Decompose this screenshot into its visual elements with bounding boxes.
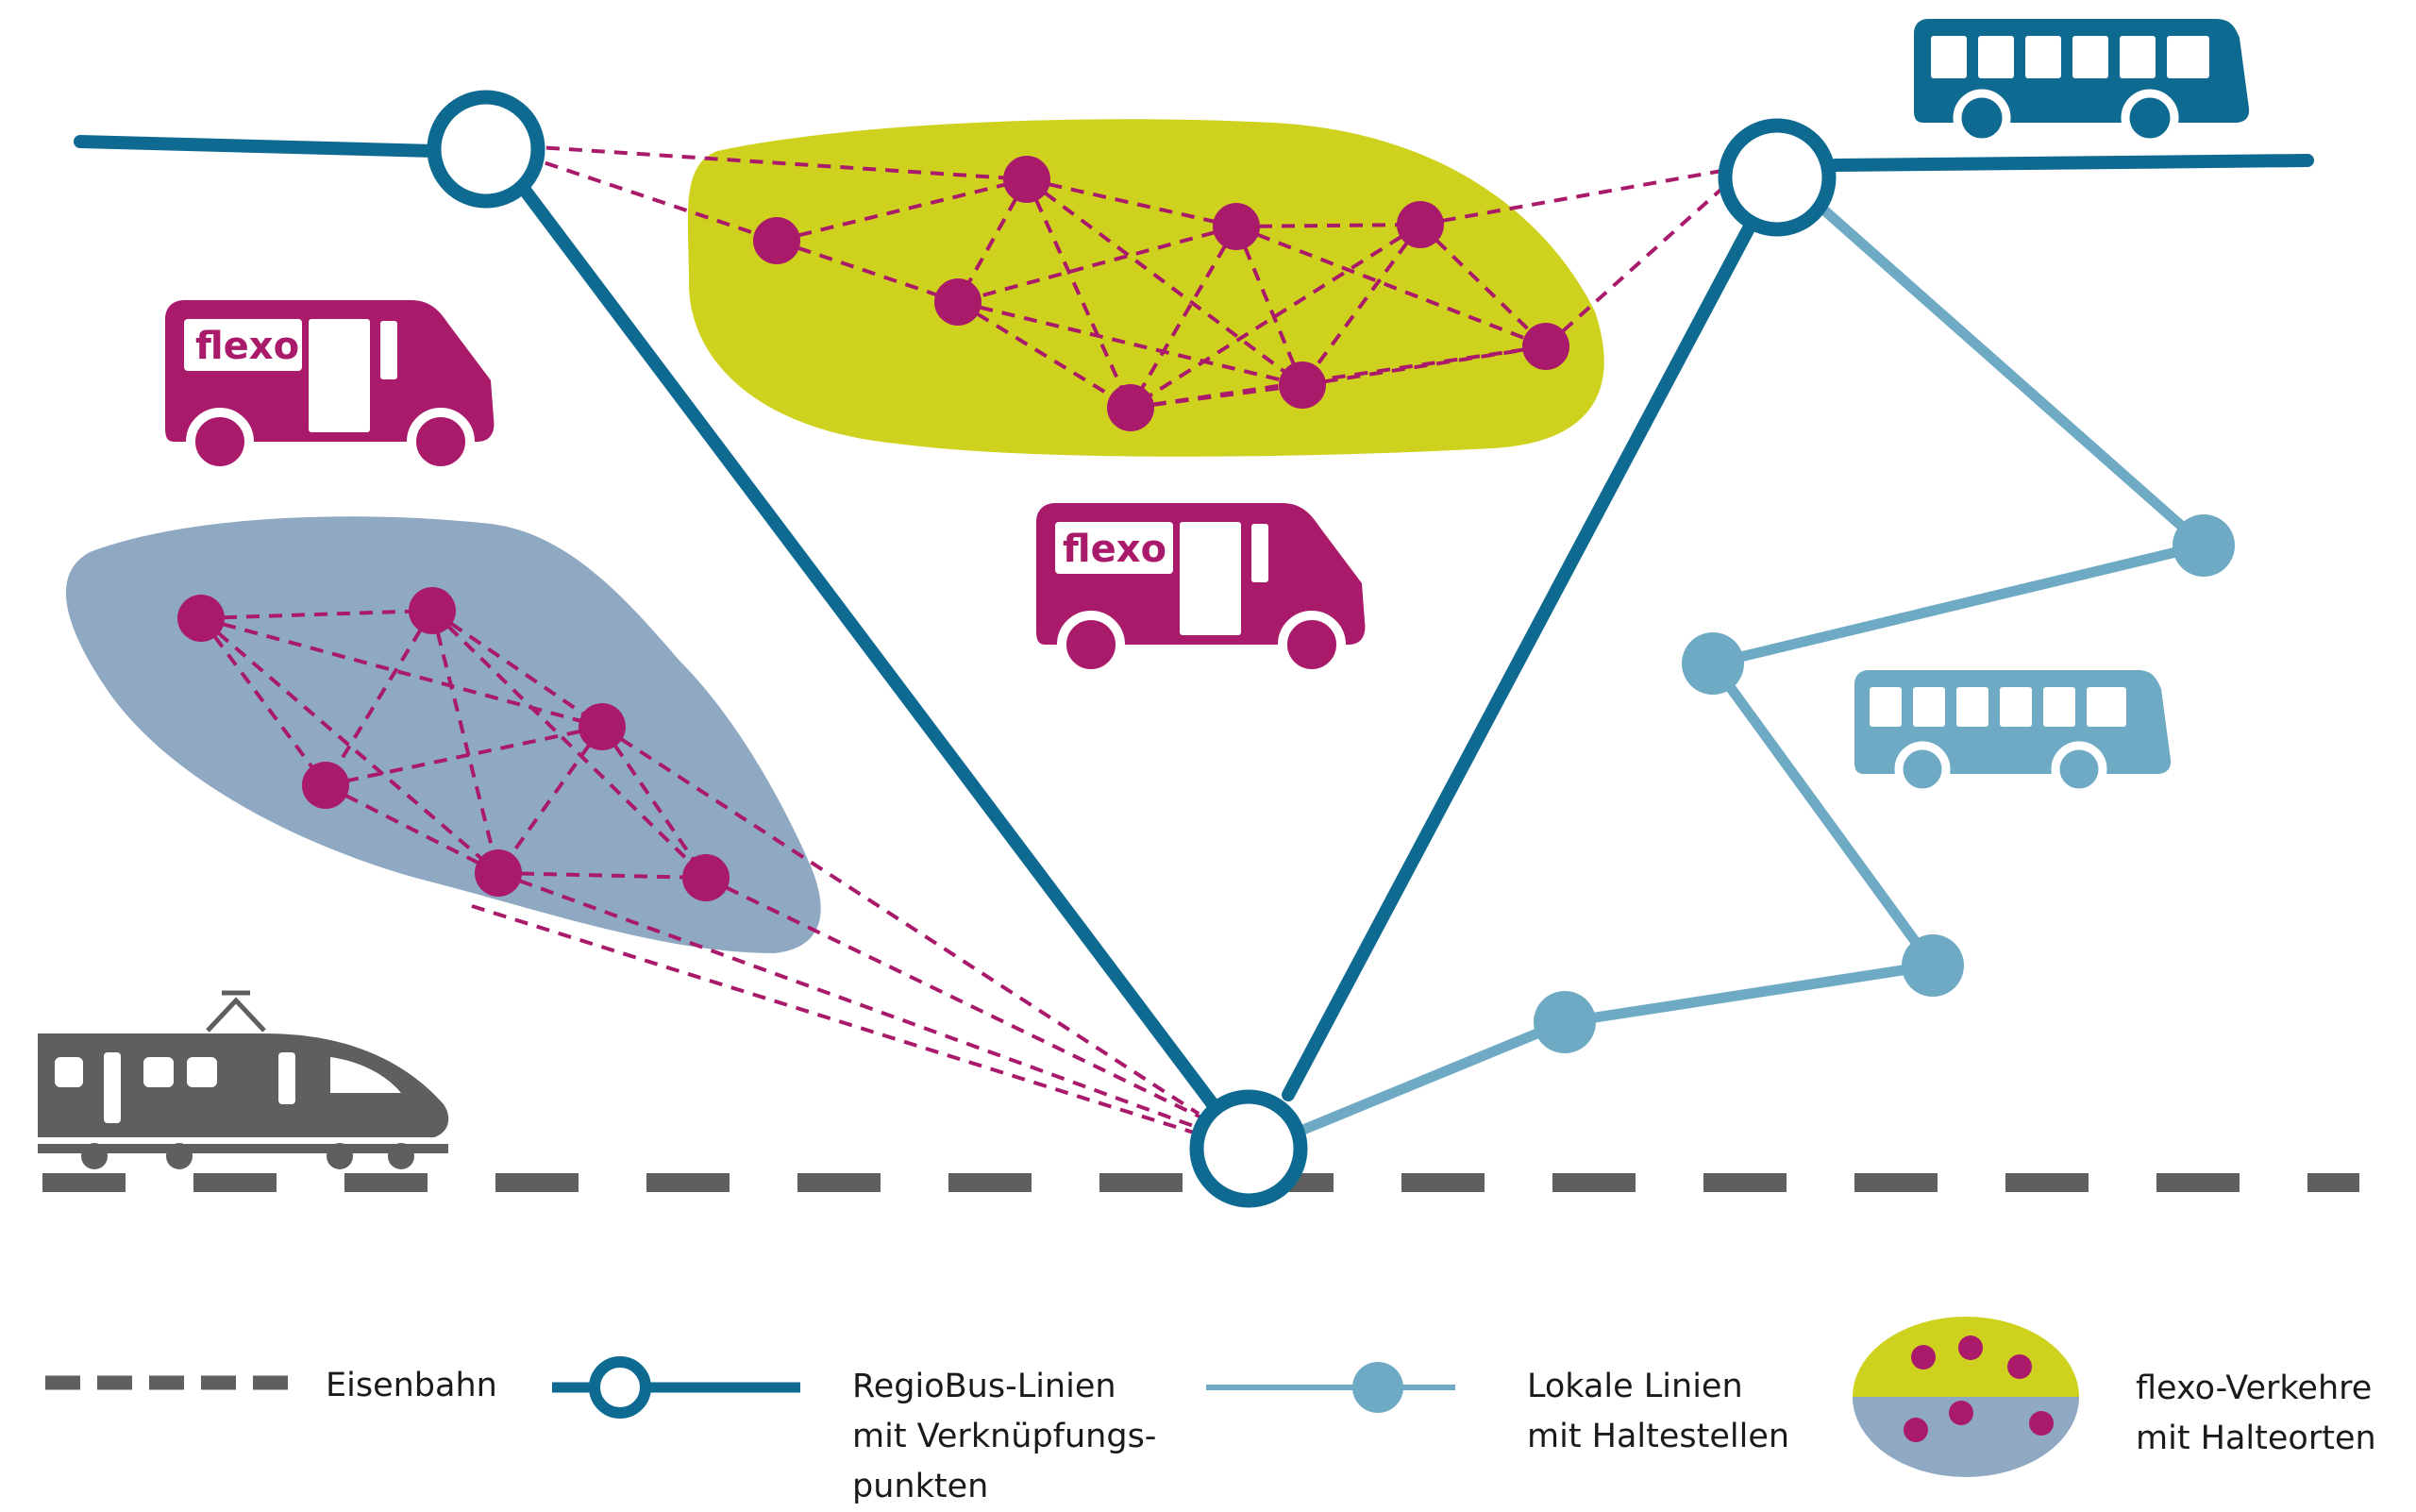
flexo-van-icon: flexo: [1036, 503, 1366, 679]
regiobus-hub: [427, 90, 545, 209]
local-bus-icon: [1854, 670, 2172, 798]
flexo-stop: [1522, 323, 1569, 370]
flexo-stop: [1107, 384, 1154, 431]
flexo-stop: [753, 217, 800, 264]
flexo-stop: [409, 587, 456, 634]
flexo-stops: [177, 156, 1569, 901]
flexo-stop: [1397, 201, 1444, 248]
local-stop: [1902, 934, 1964, 997]
regiobus-line: [74, 135, 2314, 1111]
legend-label-flexo: flexo-Verkehre mit Halteorten: [2136, 1369, 2376, 1457]
legend-regiobus-symbol: [552, 1356, 800, 1419]
regiobus-hub: [1189, 1089, 1308, 1208]
legend-flexo-symbol: [1853, 1317, 2079, 1477]
flexo-stop: [1003, 156, 1050, 203]
flexo-stop: [1213, 203, 1260, 250]
legend-label-eisenbahn: Eisenbahn: [326, 1367, 497, 1404]
flexo-area-blue: [65, 516, 821, 953]
flexo-stop: [1279, 361, 1326, 409]
local-bus-line: [1245, 167, 2215, 1157]
regiobus-hubs: [427, 90, 1837, 1208]
legend-label-regiobus: RegioBus-Linien mit Verknüpfungs- punkte…: [852, 1368, 1157, 1505]
local-stop: [1534, 991, 1596, 1053]
train-icon: [38, 990, 449, 1169]
local-stop: [1682, 632, 1744, 695]
flexo-van-icon: flexo: [165, 300, 495, 476]
local-stop: [2173, 514, 2235, 577]
legend-label-lokal: Lokale Linien mit Haltestellen: [1527, 1368, 1790, 1455]
flexo-van-label: flexo: [1063, 528, 1166, 571]
local-stops: [1534, 514, 2235, 1053]
regiobus-icon: [1914, 19, 2250, 147]
flexo-connections: [199, 144, 1729, 1134]
flexo-stop: [579, 703, 626, 750]
regiobus-hub: [1718, 118, 1837, 237]
flexo-stop: [934, 278, 982, 326]
flexo-stop: [177, 595, 225, 642]
flexo-stop: [475, 849, 522, 897]
flexo-van-label: flexo: [195, 325, 299, 368]
flexo-stop: [302, 762, 349, 809]
flexo-stop: [682, 854, 730, 901]
legend-local-symbol: [1206, 1362, 1455, 1413]
